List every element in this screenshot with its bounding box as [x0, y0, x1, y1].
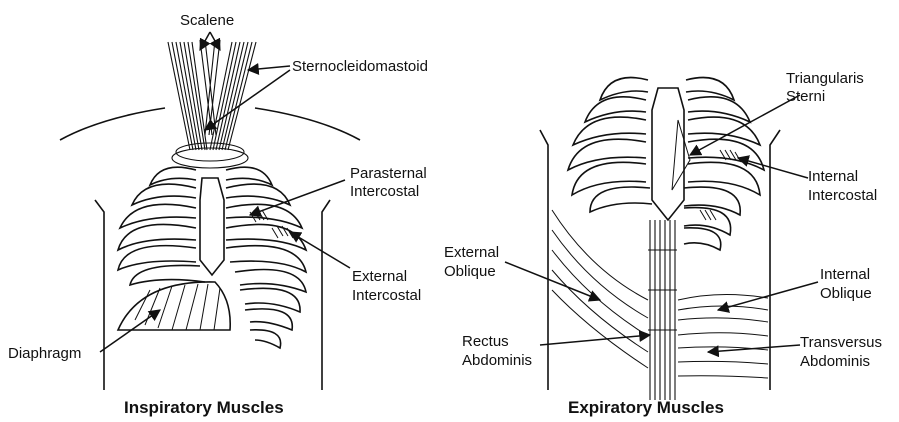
inspiratory-figure	[60, 40, 360, 390]
parasternal-label-line2: Intercostal	[350, 183, 419, 201]
transversus-label-line2: Abdominis	[800, 353, 870, 371]
triangularis-shape	[672, 120, 690, 190]
diaphragm-shape	[118, 282, 230, 330]
right-sternum	[652, 88, 684, 220]
internal-intercostal-label-line1: Internal	[808, 168, 858, 186]
scalene-label: Scalene	[180, 12, 234, 30]
transversus-label-line1: Transversus	[800, 334, 882, 352]
transversus-arrow	[708, 345, 800, 352]
internal-intercostal-label-line2: Intercostal	[808, 187, 877, 205]
external-intercostal-arrow	[290, 232, 350, 268]
external-intercostal-label-line2: Intercostal	[352, 287, 421, 305]
internal-oblique-arrow	[718, 282, 818, 310]
expiratory-title: Expiratory Muscles	[568, 398, 724, 418]
rectus-label-line2: Abdominis	[462, 352, 532, 370]
diaphragm-arrow	[100, 310, 160, 352]
scm-arrow-1	[248, 66, 290, 70]
triangularis-label-line1: Triangularis	[786, 70, 864, 88]
rectus-arrow	[540, 335, 650, 345]
external-oblique-label-line1: External	[444, 244, 499, 262]
scm-arrow-2	[205, 70, 290, 130]
internal-oblique-label-line1: Internal	[820, 266, 870, 284]
left-sternum	[200, 178, 224, 275]
internal-oblique-label-line2: Oblique	[820, 285, 872, 303]
diaphragm-label: Diaphragm	[8, 345, 81, 363]
inspiratory-title: Inspiratory Muscles	[124, 398, 284, 418]
rectus-label-line1: Rectus	[462, 333, 509, 351]
internal-intercostal-arrow	[738, 158, 808, 178]
external-intercostal-label-line1: External	[352, 268, 407, 286]
internal-oblique-fibers	[678, 294, 768, 378]
rectus-column	[648, 220, 677, 400]
external-oblique-arrow	[505, 262, 600, 300]
scalene-arrow-1	[200, 32, 210, 50]
external-oblique-fibers	[552, 210, 648, 368]
scalene-arrow-2	[210, 32, 220, 50]
parasternal-label-line1: Parasternal	[350, 165, 427, 183]
triangularis-label-line2: Sterni	[786, 88, 825, 106]
external-oblique-label-line2: Oblique	[444, 263, 496, 281]
sternocleidomastoid-label: Sternocleidomastoid	[292, 58, 428, 76]
expiratory-arrows	[505, 95, 818, 352]
right-rib-cage	[568, 78, 764, 251]
